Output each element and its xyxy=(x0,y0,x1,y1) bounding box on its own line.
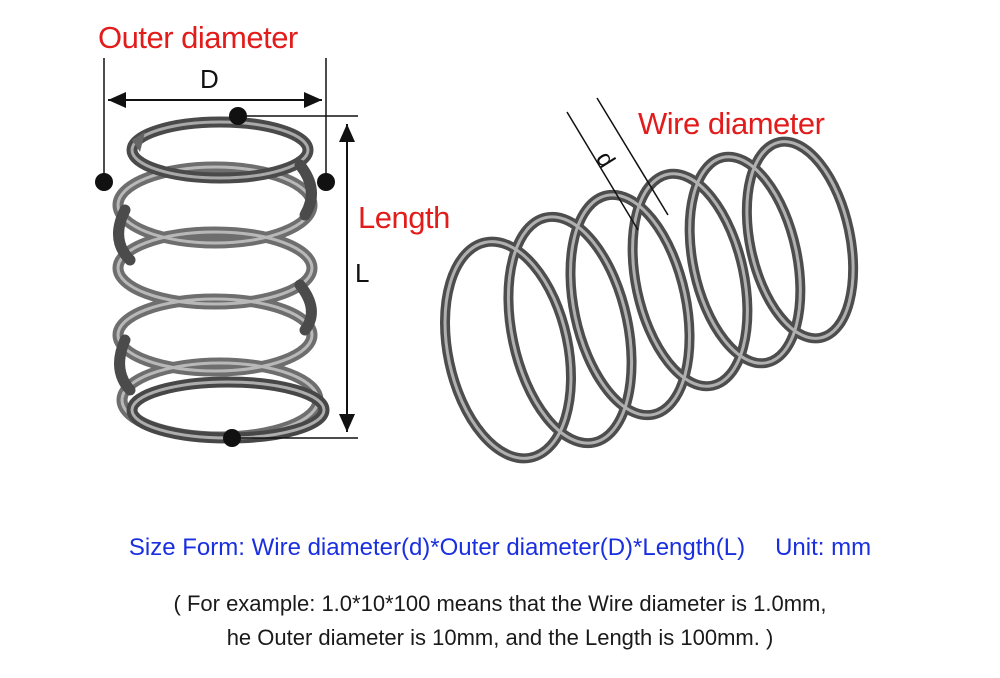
length-dimension xyxy=(223,107,358,447)
example-line-2: he Outer diameter is 10mm, and the Lengt… xyxy=(226,625,774,650)
outer-diameter-label: Outer diameter xyxy=(98,20,298,55)
unit-text: Unit: mm xyxy=(775,534,872,561)
size-form-text: Size Form: Wire diameter(d)*Outer diamet… xyxy=(128,534,746,561)
wire-diameter-dimension xyxy=(566,97,669,231)
size-form-caption: Size Form: Wire diameter(d)*Outer diamet… xyxy=(0,534,1000,562)
short-spring-image xyxy=(112,116,330,444)
length-label: Length xyxy=(358,200,450,235)
example-line-1: ( For example: 1.0*10*100 means that the… xyxy=(173,591,827,616)
example-caption: ( For example: 1.0*10*100 means that the… xyxy=(0,587,1000,655)
outer-diameter-dimension xyxy=(95,58,335,191)
outer-diameter-symbol: D xyxy=(200,64,219,94)
wire-diameter-label: Wire diameter xyxy=(638,106,825,141)
long-spring-image xyxy=(440,136,859,464)
length-symbol: L xyxy=(355,258,370,288)
